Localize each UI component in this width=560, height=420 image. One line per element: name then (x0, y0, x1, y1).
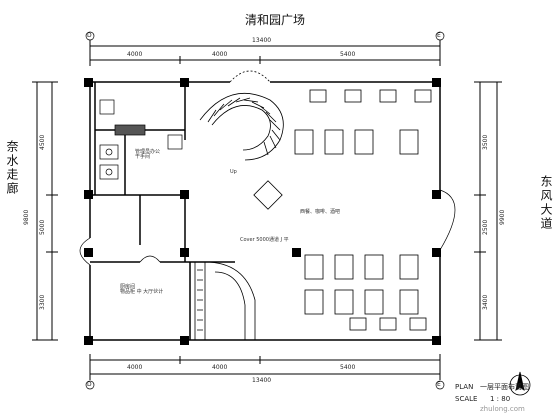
grid-label-top-d: D (87, 32, 92, 39)
plan-title: 一层平面布置图 (480, 383, 529, 391)
top-dimension-2: 4000 (212, 51, 228, 58)
left-street-label: 奈水走廊 (5, 140, 19, 196)
top-dimension-3: 5400 (340, 51, 356, 58)
right-dimension-2: 2500 (482, 219, 489, 235)
left-dimension-1: 4500 (39, 134, 46, 150)
bottom-dimension-1: 4000 (127, 364, 143, 371)
kitchen-label: 厨房间 物品柜 中 大厅伙计 (120, 284, 164, 295)
right-dimension-3: 3400 (482, 294, 489, 310)
watermark: zhulong.com (480, 405, 525, 413)
stair-note-label: Up (230, 169, 237, 175)
grid-label-top-e: E (437, 32, 441, 39)
right-dimension-1: 3500 (482, 134, 489, 150)
top-dimension-1: 4000 (127, 51, 143, 58)
bottom-dimension-3: 5400 (340, 364, 356, 371)
left-total-dimension: 9800 (23, 209, 30, 225)
corridor-note-label: Cover 5000通道 J 平 (240, 237, 289, 243)
staff-room-label: 管理员办公 干手间 (135, 149, 161, 160)
plan-code-label: PLAN (455, 383, 474, 391)
left-dimension-2: 5000 (39, 219, 46, 235)
right-street-label: 东风大道 (539, 175, 553, 231)
scale-value: 1 : 80 (490, 395, 511, 403)
top-street-label: 清和园广场 (245, 13, 306, 27)
left-dimension-3: 3300 (39, 294, 46, 310)
grid-label-bottom-d: D (87, 381, 92, 388)
bottom-dimension-2: 4000 (212, 364, 228, 371)
grid-label-bottom-e: E (437, 381, 441, 388)
bottom-total-dimension: 13400 (252, 377, 272, 384)
scale-label: SCALE (455, 395, 478, 403)
top-total-dimension: 13400 (252, 37, 272, 44)
right-total-dimension: 9900 (499, 209, 506, 225)
dining-hall-label: 西餐、咖啡、酒吧 (300, 209, 341, 215)
